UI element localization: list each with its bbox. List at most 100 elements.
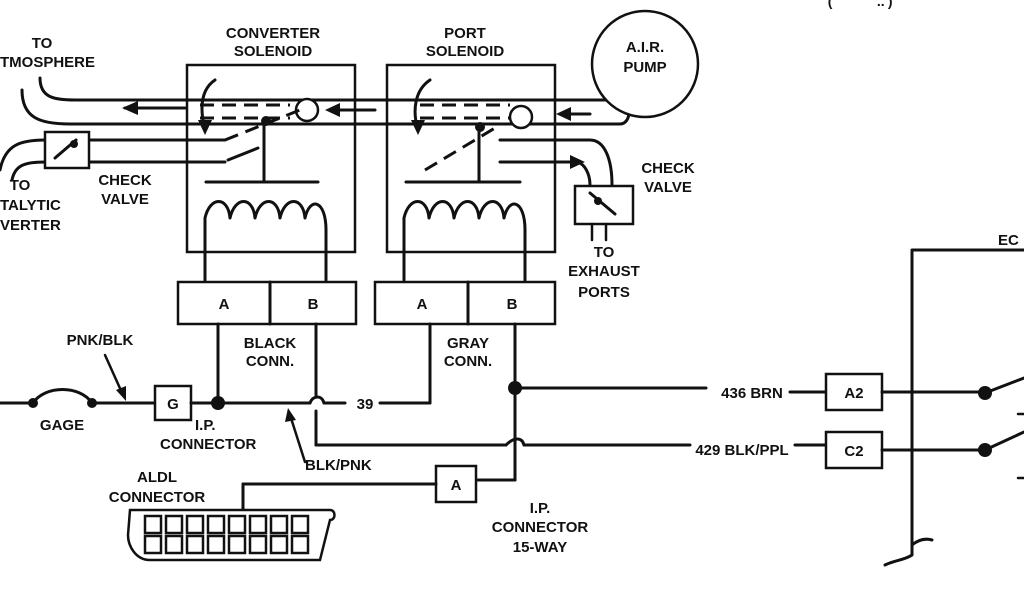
terminal-a2-label: A2 [844, 385, 863, 402]
gage-label: GAGE [40, 417, 84, 434]
aldl-pins [143, 514, 310, 555]
aldl-pin [185, 534, 205, 555]
blk-pnk-pointer [288, 413, 307, 464]
black-conn-label-2: CONN. [246, 353, 294, 370]
blk-pnk-label: BLK/PNK [305, 457, 372, 474]
converter-solenoid: CONVERTER SOLENOID [185, 25, 357, 282]
check-valve-left-body [43, 130, 91, 170]
aldl-pin [227, 514, 247, 535]
aldl-pin [206, 514, 226, 535]
wire-436-label: 436 BRN [721, 385, 783, 402]
to-catalytic-label-3: VERTER [0, 217, 61, 234]
ecm-boundary [883, 248, 1024, 567]
arrowhead-right [556, 107, 571, 121]
aldl-pin [227, 534, 247, 555]
port-flow-arrowhead [411, 120, 425, 135]
check-valve-right [573, 184, 635, 242]
aldl-label-1: ALDL [137, 469, 177, 486]
arrowhead-left [122, 101, 138, 115]
check-valve-left-label-1: CHECK [98, 172, 152, 189]
black-conn-label-1: BLACK [244, 335, 297, 352]
gray-connector-body [373, 280, 557, 326]
aldl-pin [269, 534, 289, 555]
terminal-ip-a-label: A [451, 477, 462, 494]
converter-solenoid-label-2: SOLENOID [234, 43, 313, 60]
gray-connector-terminal-a: A [417, 296, 428, 313]
aldl-pin [164, 514, 184, 535]
air-pump-label-line2: PUMP [623, 59, 666, 76]
check-valve-right-pivot [594, 197, 602, 205]
aldl-pin [206, 534, 226, 555]
converter-valve-lever [226, 146, 260, 162]
black-connector: A B BLACK CONN. [176, 280, 358, 370]
ip-connector-label-1: I.P. [195, 417, 216, 434]
port-solenoid: PORT SOLENOID [385, 25, 557, 282]
check-valve-left-label-2: VALVE [101, 191, 149, 208]
pnk-blk-pointer-head [116, 386, 126, 401]
gray-conn-label-2: CONN. [444, 353, 492, 370]
aldl-pin [185, 514, 205, 535]
ip-15way-label-2: CONNECTOR [492, 519, 589, 536]
ip-15way-label-1: I.P. [530, 500, 551, 517]
terminal-g-label: G [167, 396, 179, 413]
black-connector-body [176, 280, 358, 326]
hose-to-catalytic-upper [0, 138, 227, 172]
ip-15way-label-3: 15-WAY [513, 539, 567, 556]
aldl-label-2: CONNECTOR [109, 489, 206, 506]
terminal-g-box [153, 384, 193, 422]
hose-to-atmosphere-lower [20, 88, 631, 126]
gray-conn-label-1: GRAY [447, 335, 489, 352]
to-catalytic-label-2: TALYTIC [0, 197, 61, 214]
check-valve-right-label-1: CHECK [641, 160, 695, 177]
converter-solenoid-housing [185, 63, 357, 254]
wire-429-label: 429 BLK/PPL [695, 442, 788, 459]
ecm-switch-c2 [983, 430, 1024, 452]
black-connector-terminal-b: B [308, 296, 319, 313]
arrowhead-exhaust [570, 155, 585, 169]
air-pump-label-line1: A.I.R. [626, 39, 664, 56]
port-solenoid-housing [385, 63, 557, 254]
black-connector-terminal-a: A [219, 296, 230, 313]
aldl-pin [164, 534, 184, 555]
port-coil [402, 200, 527, 232]
converter-valve-seat-dash [224, 108, 301, 142]
converter-flow-arrowhead [198, 120, 212, 135]
aldl-pin [290, 534, 310, 555]
terminal-c2-label: C2 [844, 443, 863, 460]
to-atmosphere-label-1: TO [32, 35, 53, 52]
gage-fuse-link [31, 388, 94, 405]
aldl-pin [248, 534, 268, 555]
ecm-switch-a2 [983, 376, 1024, 395]
hose-to-exhaust-upper [498, 138, 614, 187]
pnk-blk-label: PNK/BLK [67, 332, 134, 349]
pnk-blk-pointer [103, 353, 125, 397]
air-pump: A.I.R. PUMP [590, 9, 700, 119]
air-pump-circle [590, 9, 700, 119]
check-valve-right-label-2: VALVE [644, 179, 692, 196]
to-exhaust-label-3: PORTS [578, 284, 630, 301]
wiring: G 39 A A2 C2 [0, 322, 986, 512]
corner-header-text: '' '''' (''''' ''''' '..') [800, 0, 893, 9]
ecm-module: EC [883, 232, 1024, 567]
gray-connector-terminal-b: B [507, 296, 518, 313]
port-valve-ball [508, 104, 534, 130]
to-exhaust-label-1: TO [594, 244, 615, 261]
converter-coil [203, 200, 328, 232]
aldl-pin [143, 514, 163, 535]
port-solenoid-label-2: SOLENOID [426, 43, 505, 60]
aldl-pin [248, 514, 268, 535]
port-solenoid-label-1: PORT [444, 25, 486, 42]
labels: TO TMOSPHERE TO TALYTIC VERTER CHECK VAL… [0, 35, 789, 556]
aldl-pin [143, 534, 163, 555]
gray-connector: A B GRAY CONN. [373, 280, 557, 370]
wire-429-hop [504, 437, 526, 447]
port-valve-seat-dash [424, 123, 501, 172]
wire-39-label: 39 [357, 396, 374, 413]
converter-solenoid-label-1: CONVERTER [226, 25, 320, 42]
blk-pnk-pointer-head [285, 408, 296, 422]
check-valve-right-flap [588, 191, 617, 216]
ecm-break-mark [910, 537, 934, 547]
to-atmosphere-label-2: TMOSPHERE [0, 54, 95, 71]
